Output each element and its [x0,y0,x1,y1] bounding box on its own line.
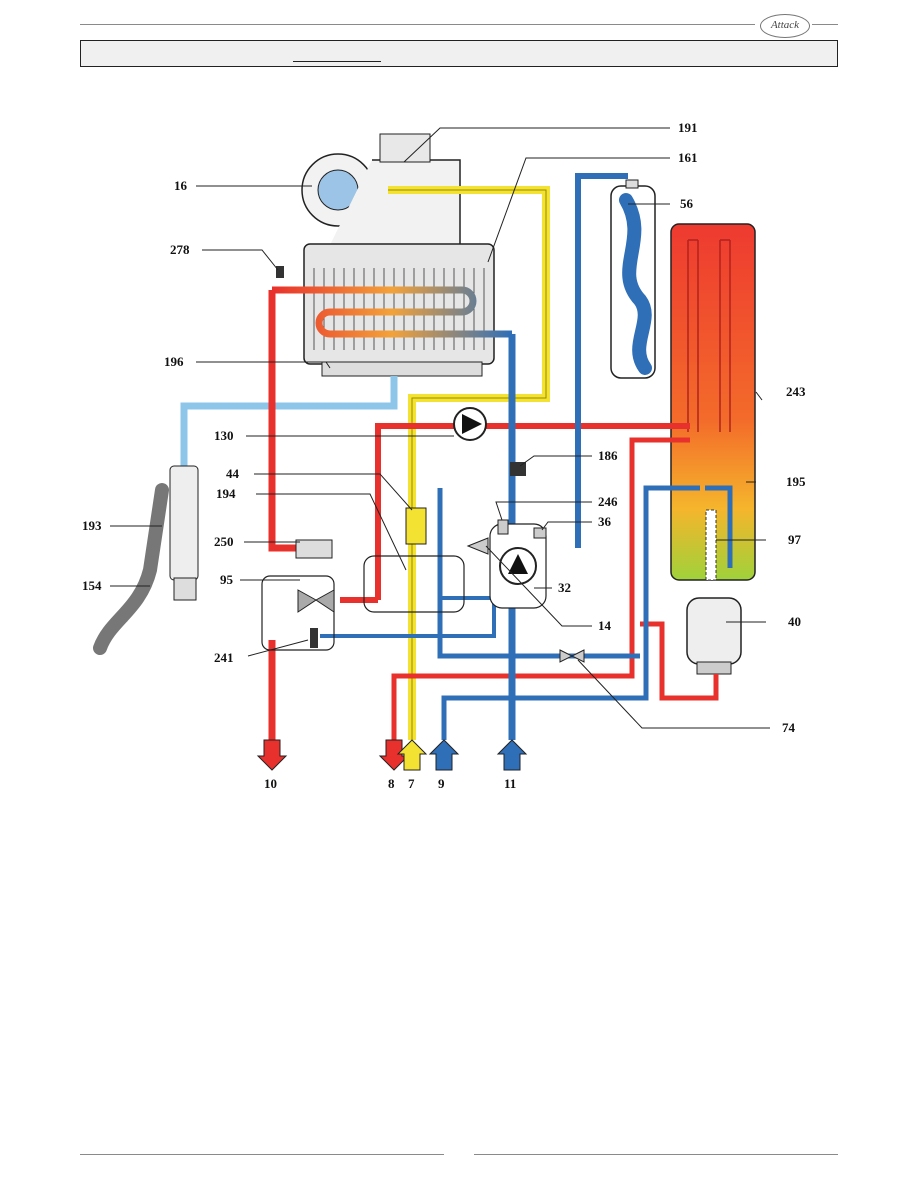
exchanger-coil [272,286,512,338]
label-241: 241 [214,650,234,665]
label-97: 97 [788,532,802,547]
arrow-out-10 [256,739,288,771]
flue-connector [379,133,431,163]
vessel-base [696,661,732,675]
manifold-blue [320,596,496,638]
label-195: 195 [786,474,806,489]
arrow-in-11 [496,739,528,771]
label-186: 186 [598,448,618,463]
vessel-membrane [619,193,652,375]
heat-exchanger [303,243,495,365]
label-56: 56 [680,196,694,211]
label-14: 14 [598,618,612,633]
filling-valve [559,649,585,663]
condensate-pipe [180,376,398,468]
label-36: 36 [598,514,612,529]
label-11: 11 [504,776,516,791]
vessel-connection [625,179,639,189]
header-rule [80,24,755,25]
brand-logo: Attack [760,14,810,38]
vessel-pipe-blue [575,173,628,548]
valve-actuator [295,539,333,559]
label-194: 194 [216,486,236,501]
label-40: 40 [788,614,801,629]
pump-return-red [375,423,690,600]
tank-coil [687,239,731,432]
label-250: 250 [214,534,234,549]
label-32: 32 [558,580,571,595]
three-way-valve [297,589,335,613]
label-44: 44 [226,466,240,481]
arrow-in-7 [396,739,428,771]
label-161: 161 [678,150,698,165]
label-16: 16 [174,178,188,193]
safety-valve [466,537,489,555]
vessel-pipe-red [640,621,719,701]
label-10: 10 [264,776,277,791]
leader-lines [110,127,770,729]
title-underline [293,61,381,62]
hydraulic-manifold [363,555,465,613]
tank-cold-inlet [705,485,733,568]
label-130: 130 [214,428,234,443]
trap-outlet [173,577,197,601]
arrow-out-8 [378,739,410,771]
section-title-box [80,40,838,67]
drain-hose [93,483,169,655]
label-191: 191 [678,120,698,135]
pressure-switch [497,519,509,535]
dhw-pump-arrow [462,414,482,434]
dhw-expansion-vessel [686,597,742,665]
label-246: 246 [598,494,618,509]
flow-switch [510,462,526,476]
air-vent [533,527,547,539]
pump-arrow [508,554,528,574]
condensate-collector [321,361,483,377]
cold-return-pipe [441,485,700,740]
hot-water-pipe [391,437,690,740]
label-74: 74 [782,720,796,735]
label-193: 193 [82,518,102,533]
label-278: 278 [170,242,190,257]
label-7: 7 [408,776,415,791]
arrow-in-9 [428,739,460,771]
label-8: 8 [388,776,395,791]
label-154: 154 [82,578,102,593]
label-243: 243 [786,384,806,399]
flow-pipe [268,290,300,552]
tank-probe [705,509,717,581]
gas-valve [405,507,427,545]
label-9: 9 [438,776,445,791]
label-95: 95 [220,572,234,587]
diverter-valve-body [261,575,335,651]
condensate-trap [169,465,199,581]
temperature-sensor [276,266,284,278]
footer-rule-left [80,1154,444,1155]
label-196: 196 [164,354,184,369]
header-rule-right [812,24,838,25]
drain-tap [310,628,318,648]
footer-rule-right [474,1154,838,1155]
